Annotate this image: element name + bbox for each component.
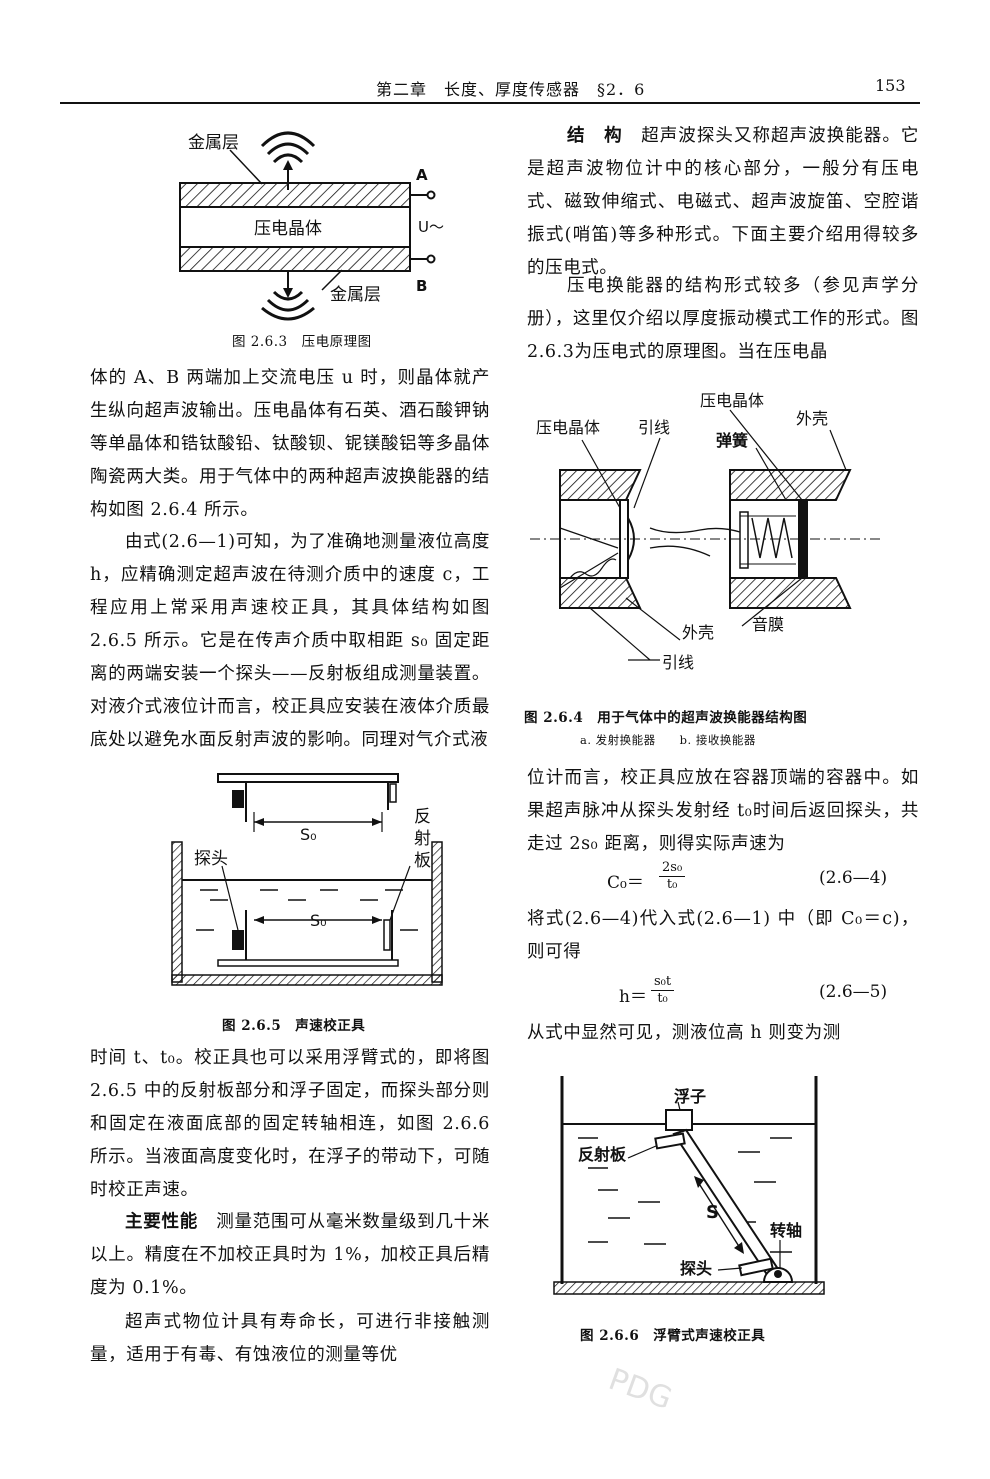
left-paragraph-3: 时间 t、t₀。校正具也可以采用浮臂式的，即将图 2.6.5 中的反射板部分和浮… xyxy=(90,1048,490,1200)
figure-2-6-5-sound-speed-calibrator: S₀ S₀ 探头 反射板 xyxy=(171,773,443,986)
label-U: U～ xyxy=(418,218,444,236)
right-paragraph-3: 位计而言，校正具应放在容器顶端的容器中。如果超声脉冲从探头发射经 t₀时间后返回… xyxy=(527,768,919,854)
figure-2-6-6-floating-arm-calibrator: 浮子 反射板 S 转轴 探头 xyxy=(553,1076,825,1295)
wave-top-icon xyxy=(260,131,316,164)
figure-2-6-3-piezo-principle: 金属层 压电晶体 金属层 A B U～ xyxy=(179,131,444,321)
wave-bottom-icon xyxy=(261,290,315,321)
label-s0-bottom: S₀ xyxy=(310,911,327,930)
main-performance-text: 测量范围可从毫米数量级到几十米以上。精度在不加校正具时为 1%，加校正具后精度为… xyxy=(90,1212,490,1298)
label-lead-bottom: 引线 xyxy=(662,653,694,672)
structure-heading: 结 构 xyxy=(567,126,623,146)
running-title: 第二章 长度、厚度传感器 §2．6 xyxy=(376,80,646,99)
label-probe: 探头 xyxy=(194,849,228,869)
label-B: B xyxy=(416,277,427,295)
label-reflector: 反射板 xyxy=(578,1145,627,1164)
eq2-fraction: s₀t t₀ xyxy=(651,974,675,1007)
label-crystal-left: 压电晶体 xyxy=(536,418,600,437)
label-probe: 探头 xyxy=(680,1259,712,1278)
header-rule xyxy=(60,102,920,104)
structure-text: 超声波探头又称超声波换能器。它是超声波物位计中的核心部分，一般分有压电式、磁致伸… xyxy=(527,126,919,278)
label-spring: 弹簧 xyxy=(716,431,748,450)
label-s: S xyxy=(706,1202,719,1223)
label-reflector: 反射板 xyxy=(414,807,431,871)
right-paragraph-4: 将式(2.6—4)代入式(2.6—1) 中（即 C₀＝c)，则可得 xyxy=(527,909,919,962)
main-performance-heading: 主要性能 xyxy=(125,1212,199,1232)
page-number: 153 xyxy=(875,76,906,95)
equation-2-6-4: C₀＝ 2s₀ t₀ (2.6—4) xyxy=(527,858,919,900)
eq1-lhs: C₀＝ xyxy=(607,873,644,893)
left-paragraph-5: 超声式物位计具有寿命长，可进行非接触测量，适用于有毒、有蚀液位的测量等优 xyxy=(90,1312,490,1365)
label-crystal: 压电晶体 xyxy=(254,219,322,239)
label-crystal-top: 压电晶体 xyxy=(700,391,764,410)
caption-fig-2-6-6: 图 2.6.6 浮臂式声速校正具 xyxy=(580,1328,766,1344)
label-float: 浮子 xyxy=(674,1087,706,1106)
left-paragraph-2: 由式(2.6—1)可知，为了准确地测量液位高度 h，应精确测定超声波在待测介质中… xyxy=(90,532,490,750)
watermark-pdg: PDG xyxy=(603,1362,677,1417)
label-metal-bottom: 金属层 xyxy=(330,285,381,305)
label-diaphragm: 音膜 xyxy=(752,615,784,634)
label-s0-top: S₀ xyxy=(300,825,317,844)
eq1-fraction: 2s₀ t₀ xyxy=(659,860,686,893)
right-paragraph-1: 结 构 超声波探头又称超声波换能器。它是超声波物位计中的核心部分，一般分有压电式… xyxy=(527,120,919,285)
equation-2-6-5: h＝ s₀t t₀ (2.6—5) xyxy=(527,972,919,1014)
eq2-tag: (2.6—5) xyxy=(819,982,888,1002)
left-paragraph-4: 主要性能 测量范围可从毫米数量级到几十米以上。精度在不加校正具时为 1%，加校正… xyxy=(90,1206,490,1305)
right-paragraph-2: 压电换能器的结构形式较多（参见声学分册），这里仅介绍以厚度振动模式工作的形式。图… xyxy=(527,276,919,362)
label-lead-top: 引线 xyxy=(638,418,670,437)
caption-fig-2-6-3: 图 2.6.3 压电原理图 xyxy=(232,334,372,350)
figure-2-6-4-transducer-structure: 压电晶体 引线 压电晶体 弹簧 外壳 外壳 音膜 引线 xyxy=(530,391,880,672)
label-shell-top: 外壳 xyxy=(796,409,828,428)
label-metal-top: 金属层 xyxy=(188,133,239,153)
subcaption-fig-2-6-4: a. 发射换能器 b. 接收换能器 xyxy=(580,733,756,747)
label-pivot: 转轴 xyxy=(770,1221,802,1240)
caption-fig-2-6-4: 图 2.6.4 用于气体中的超声波换能器结构图 xyxy=(524,710,808,726)
label-shell-bottom: 外壳 xyxy=(682,623,714,642)
label-A: A xyxy=(416,166,428,184)
running-header: 第二章 长度、厚度传感器 §2．6 153 xyxy=(60,76,940,100)
caption-fig-2-6-5: 图 2.6.5 声速校正具 xyxy=(222,1018,366,1034)
right-paragraph-5: 从式中显然可见，测液位高 h 则变为测 xyxy=(527,1023,841,1043)
left-paragraph-1: 体的 A、B 两端加上交流电压 u 时，则晶体就产生纵向超声波输出。压电晶体有石… xyxy=(90,368,490,520)
eq1-tag: (2.6—4) xyxy=(819,868,888,888)
eq2-lhs: h＝ xyxy=(619,987,647,1007)
